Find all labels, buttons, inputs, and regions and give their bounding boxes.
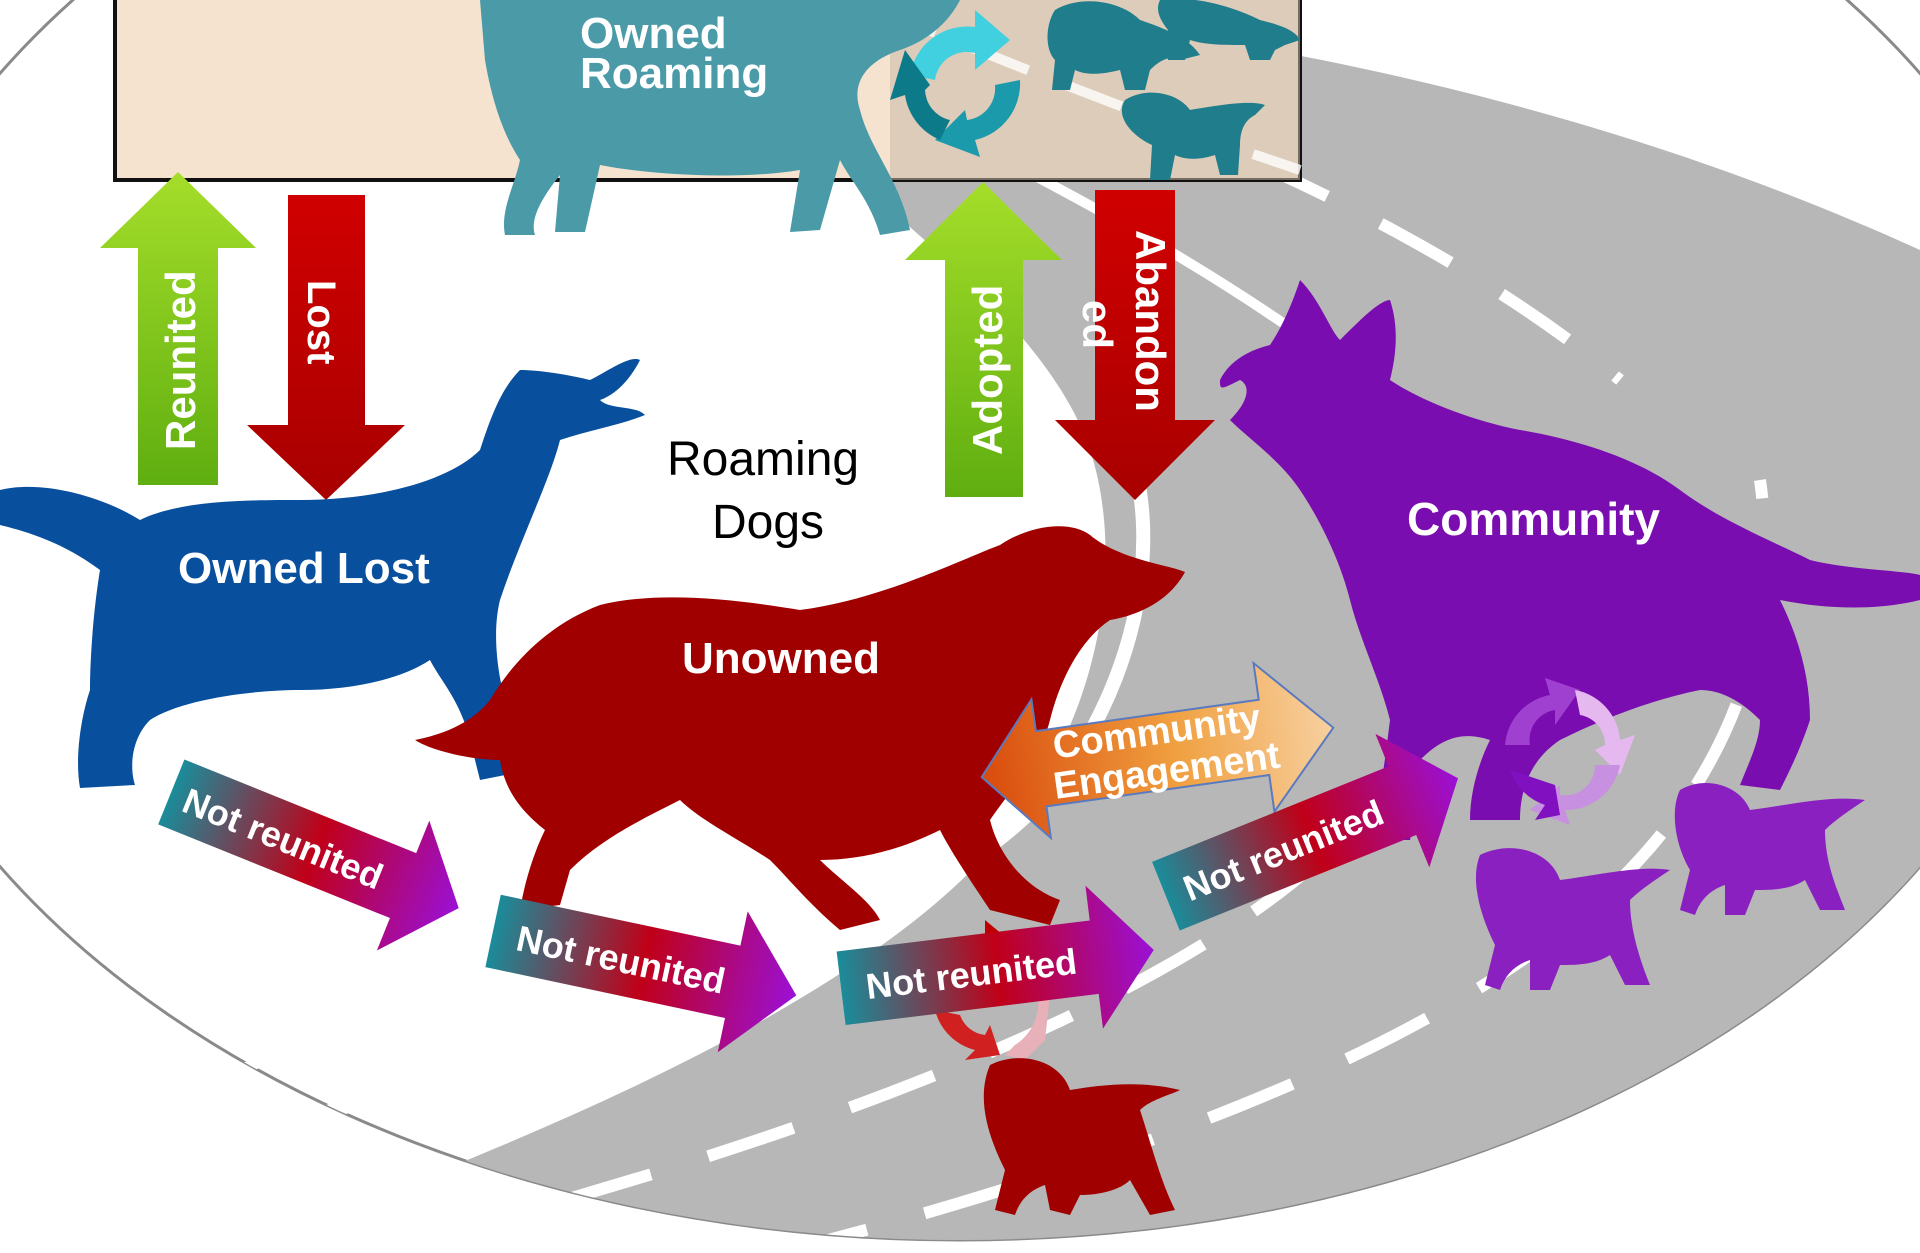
unowned-puppy-silhouette (983, 1058, 1180, 1215)
puppy-silhouette-icon (1047, 1, 1200, 90)
adopted-label: Adopted (964, 285, 1011, 455)
owned-lost-label: Owned Lost (178, 544, 430, 593)
owned-roaming-puppies (1047, 0, 1300, 180)
lost-arrow: Lost (247, 195, 405, 500)
not-reunited-arrow-3: Not reunited (836, 885, 1154, 1029)
recycle-cycle-icon (890, 10, 1021, 157)
community-dog-silhouette (1220, 280, 1920, 840)
lost-label: Lost (299, 280, 343, 364)
owned-roaming-label-line1: Owned (580, 9, 727, 58)
puppy-silhouette-icon (1121, 92, 1265, 180)
puppy-silhouette-icon (1475, 848, 1670, 990)
community-puppies (1475, 782, 1865, 990)
owned-lost-dog-silhouette (0, 359, 645, 788)
community-label: Community (1407, 493, 1660, 545)
owned-roaming-label-line2: Roaming (580, 49, 768, 98)
roaming-dogs-label-line2: Dogs (712, 496, 824, 549)
adopted-arrow: Adopted (905, 182, 1062, 497)
unowned-label: Unowned (682, 634, 880, 683)
reunited-arrow: Reunited (100, 172, 256, 485)
unowned-dog-silhouette (415, 526, 1185, 930)
roaming-dogs-label-line1: Roaming (667, 433, 859, 486)
puppy-silhouette-icon (1674, 782, 1865, 915)
owned-roaming-dog-silhouette (480, 0, 960, 235)
reunited-label: Reunited (157, 270, 204, 450)
recycle-cycle-icon (1505, 678, 1635, 825)
abandoned-arrow: Abandon ed (1055, 190, 1215, 500)
abandoned-label-line1: Abandon (1127, 230, 1174, 412)
abandoned-label-line2: ed (1074, 300, 1121, 349)
puppy-silhouette-icon (1158, 0, 1300, 60)
